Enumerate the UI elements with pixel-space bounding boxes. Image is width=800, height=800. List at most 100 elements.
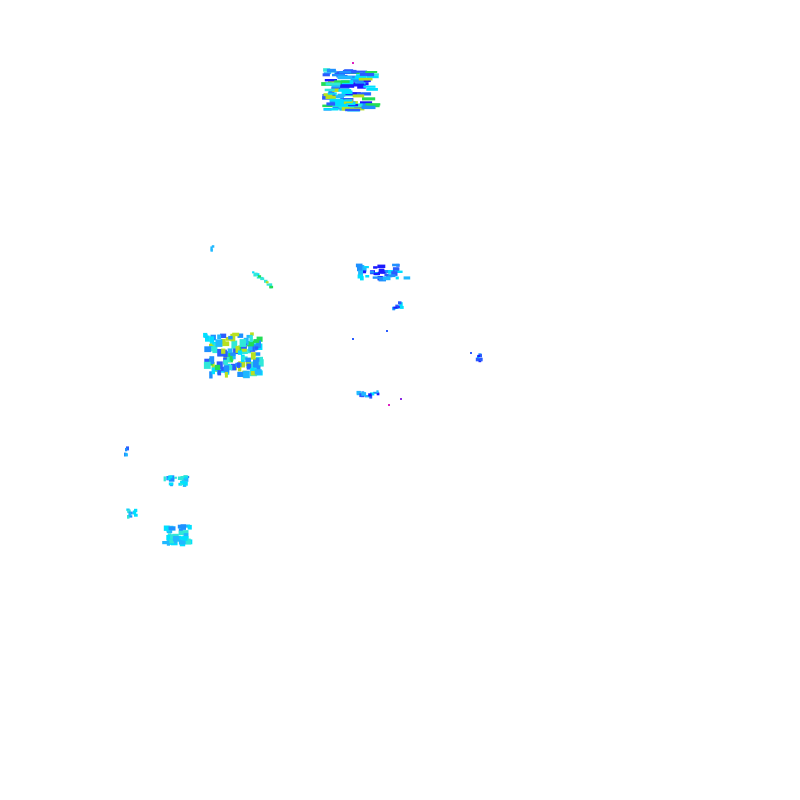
echo-pixel [166,540,170,546]
echo-pixel [235,345,240,353]
echo-pixel [333,95,344,99]
echo-pixel [180,481,186,484]
echo-pixel [403,276,411,280]
echo-pixel [222,341,230,347]
echo-pixel [182,478,189,482]
echo-pixel [334,80,350,83]
echo-pixel [328,90,335,94]
echo-speck [352,338,354,340]
echo-pixel [356,392,361,396]
echo-pixel [254,272,258,276]
echo-pixel [345,92,361,96]
echo-pixel [257,359,264,367]
echo-pixel [357,266,363,272]
echo-pixel [365,71,378,73]
echo-pixel [211,367,215,375]
echo-pixel [257,275,262,278]
echo-pixel [361,267,367,272]
echo-pixel [253,339,260,343]
echo-pixel [223,365,230,373]
echo-pixel [372,276,380,279]
echo-pixel [382,276,391,281]
echo-pixel [167,533,172,537]
echo-speck [388,404,390,406]
echo-pixel [230,333,236,342]
echo-pixel [252,271,255,274]
echo-pixel [373,266,378,269]
echo-pixel [241,345,247,352]
echo-pixel [355,82,366,85]
echo-speck [400,398,402,400]
echo-pixel [217,334,222,339]
echo-pixel [252,361,259,368]
echo-pixel [369,394,373,399]
echo-pixel [134,508,138,513]
echo-pixel [172,533,179,538]
echo-pixel [239,339,247,347]
echo-pixel [174,476,177,479]
echo-pixel [384,274,389,277]
echo-pixel [339,71,352,74]
echo-pixel [249,335,253,343]
echo-pixel [383,270,392,274]
echo-pixel [127,515,130,519]
echo-pixel [129,515,133,518]
echo-pixel [323,108,339,111]
echo-pixel [354,70,368,73]
echo-pixel [325,95,336,100]
echo-pixel [362,97,376,101]
echo-pixel [256,276,261,279]
echo-pixel [355,103,362,107]
echo-pixel [231,363,237,371]
echo-pixel [373,391,379,394]
echo-pixel [334,100,344,105]
echo-cell-streak-nw [252,271,274,289]
echo-pixel [337,93,346,97]
echo-pixel [368,393,372,397]
echo-pixel [185,540,192,545]
echo-pixel [254,352,261,356]
echo-pixel [387,274,396,278]
echo-pixel [227,356,231,362]
echo-pixel [132,510,137,515]
echo-cell-dot-nw [210,245,215,252]
echo-pixel [227,348,233,357]
echo-pixel [357,84,366,89]
echo-pixel [166,527,170,532]
echo-pixel [180,524,186,530]
echo-pixel [250,332,254,336]
echo-pixel [167,477,171,480]
echo-pixel [178,539,186,545]
echo-pixel [182,536,189,541]
echo-speck [386,330,388,332]
echo-pixel [370,392,375,396]
echo-pixel [230,352,236,356]
echo-pixel [355,263,363,268]
echo-pixel [127,509,131,514]
echo-pixel [243,337,249,345]
echo-cell-west-large [203,332,264,379]
echo-cell-center-south [356,390,380,399]
echo-pixel [254,346,259,350]
echo-pixel [361,105,376,110]
echo-pixel [166,535,173,541]
echo-pixel [366,75,379,79]
echo-pixel [391,271,398,276]
echo-cell-north [321,68,381,112]
echo-pixel [376,390,379,394]
echo-pixel [395,304,399,309]
echo-pixel [243,370,250,379]
echo-pixel [358,77,373,81]
echo-pixel [378,268,385,274]
echo-pixel [395,276,399,280]
echo-pixel [323,72,332,75]
echo-pixel [178,527,183,533]
echo-pixel [217,349,224,357]
echo-pixel [253,357,260,362]
echo-pixel [247,348,252,354]
echo-pixel [246,334,253,338]
echo-pixel [168,478,175,482]
echo-cell-southwest-2 [162,524,193,547]
echo-pixel [364,266,369,269]
